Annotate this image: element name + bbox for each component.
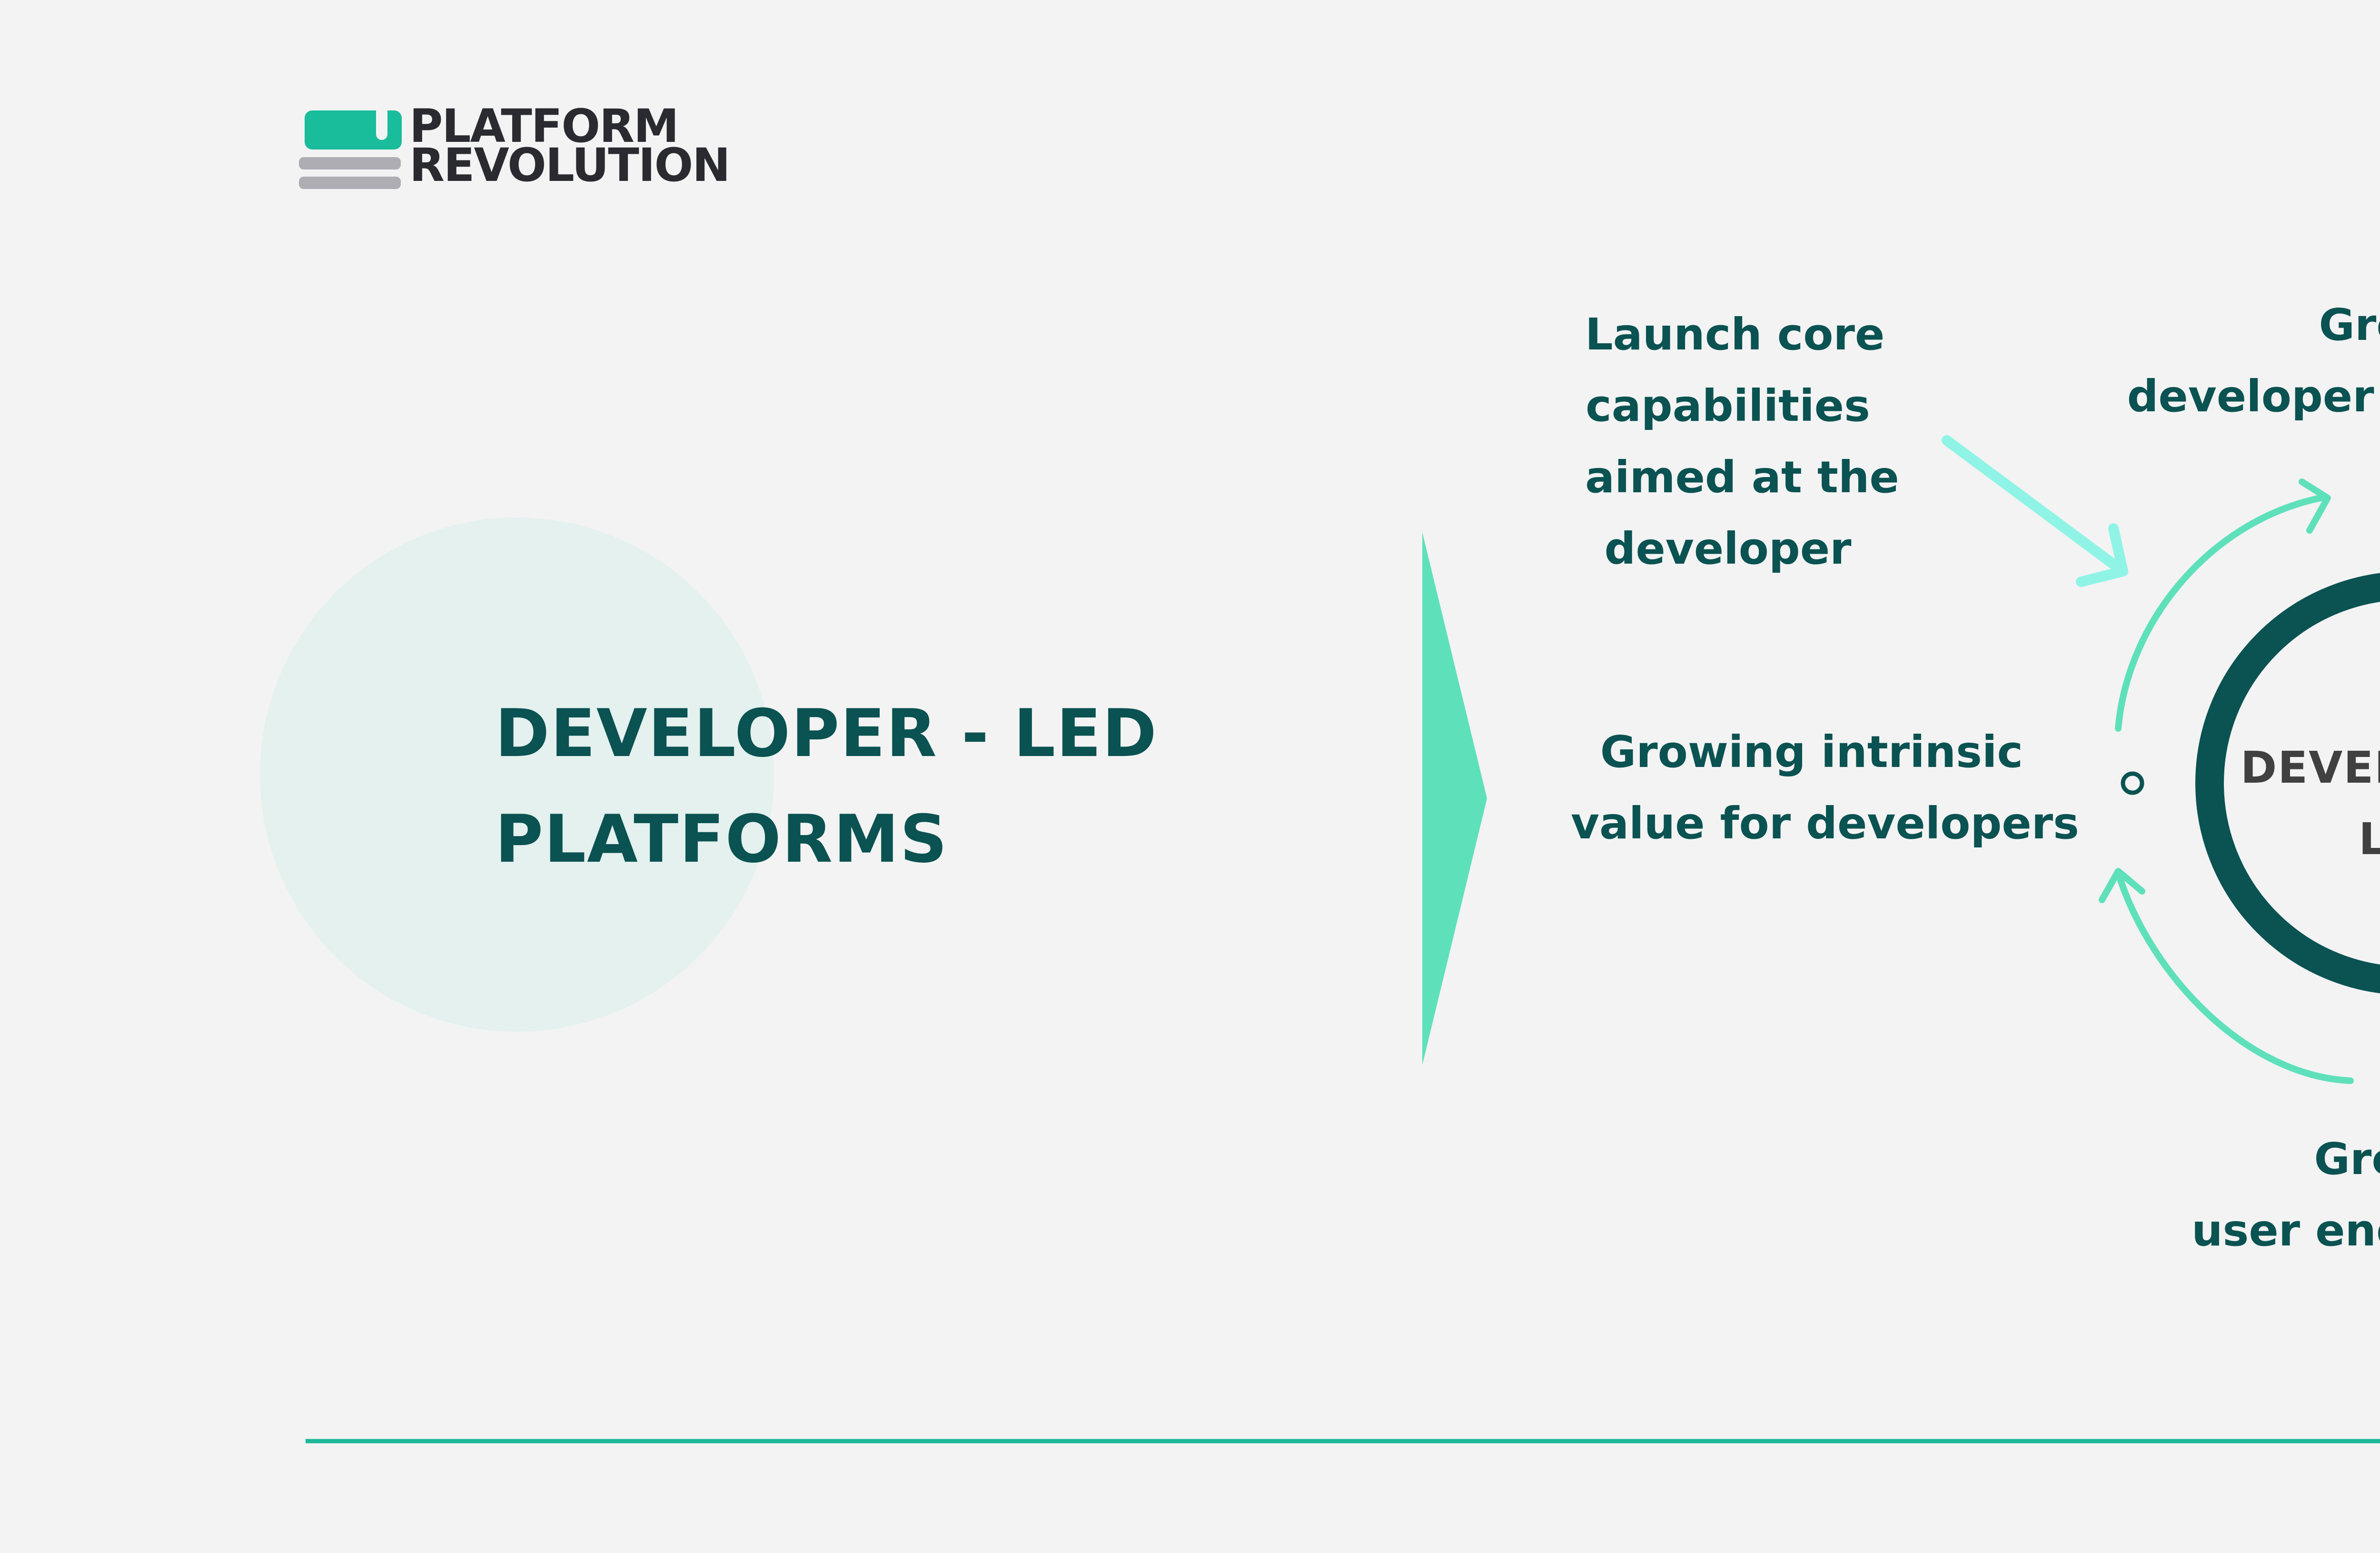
center-ring (2195, 573, 2380, 994)
input-label-line: capabilities (1586, 380, 1870, 431)
node-label-top: Greater developer engagement (2123, 289, 2380, 432)
input-label-line: aimed at the (1585, 452, 1899, 503)
title-line-2: PLATFORMS (495, 801, 948, 877)
arc-left-to-top (2115, 494, 2326, 732)
node-label-left-line-1: Growing intrinsic (1600, 727, 2023, 777)
title-background-circle (260, 518, 774, 1032)
input-label-line: Launch core (1585, 309, 1885, 360)
cycle-node-dots (2121, 771, 2144, 795)
page-title: DEVELOPER - LED PLATFORMS (495, 681, 1158, 892)
node-label-bottom-line-1: Greater (2314, 1134, 2380, 1185)
cycle-arrows (2099, 478, 2354, 1084)
node-label-top-line-1: Greater (2319, 299, 2380, 350)
triangle-pointer-icon (1422, 532, 1487, 1065)
center-label-line-1: DEVELOPER - (2240, 742, 2380, 793)
logo-line-1: PLATFORM (409, 100, 679, 153)
node-label-top-line-2: developer engagement (2127, 371, 2380, 422)
input-arrow-icon (1942, 435, 2128, 587)
node-label-bottom-line-2: user engagement (2192, 1205, 2380, 1256)
node-label-bottom: Greater user engagement (2123, 1124, 2380, 1266)
title-line-1: DEVELOPER - LED (495, 695, 1158, 772)
node-dot-left (2121, 771, 2144, 795)
arrowhead-left (2099, 868, 2145, 903)
node-label-left-line-2: value for developers (1571, 798, 2079, 849)
arc-bottom-to-left (2116, 873, 2354, 1084)
logo-line-2: REVOLUTION (409, 139, 731, 192)
center-label-line-2: LED (2359, 814, 2380, 865)
logo-icon (299, 110, 402, 189)
input-label: Launch core capabilities aimed at the de… (1585, 299, 1899, 585)
input-label-line: developer (1604, 523, 1852, 574)
center-label: DEVELOPER - LED (2217, 732, 2380, 875)
arrowhead-top (2299, 478, 2331, 534)
node-label-left: Growing intrinsic value for developers (1571, 717, 2079, 859)
logo-wordmark: PLATFORM REVOLUTION (409, 100, 731, 192)
